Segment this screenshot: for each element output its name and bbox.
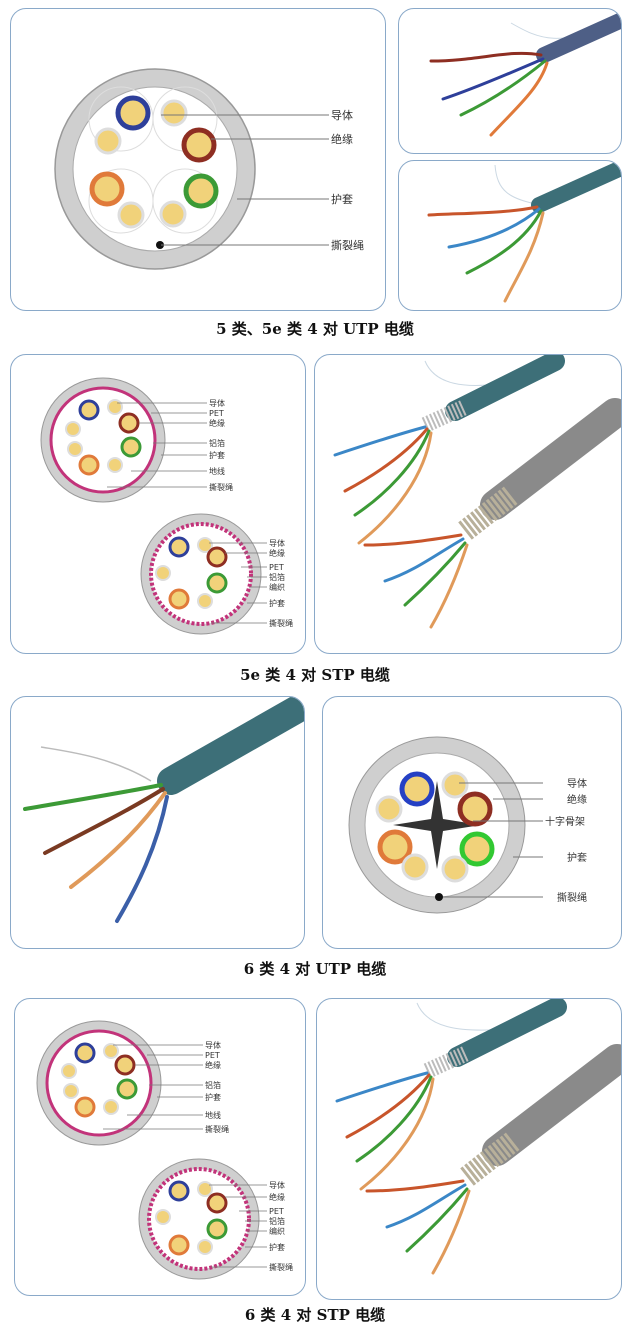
cat6-stp-cross-section-diagram: 导体 PET 绝缘 铝箔 护套 地线 撕裂绳 导体 绝缘 PET 铝箔 编织 护… xyxy=(36,1020,293,1280)
cat6-stp-bottom-label-ripcord: 撕裂绳 xyxy=(269,1262,293,1272)
stp-bottom-label-ripcord: 撕裂绳 xyxy=(269,618,293,628)
cat6-stp-top-label-ripcord: 撕裂绳 xyxy=(205,1124,229,1134)
stp-bottom-label-conductor: 导体 xyxy=(269,538,285,548)
cat6-stp-photo-panel xyxy=(316,998,622,1300)
cat6-label-ripcord: 撕裂绳 xyxy=(557,891,587,904)
cat6-stp-bottom-label-insulation: 绝缘 xyxy=(269,1192,285,1202)
utp-cross-section-panel: 导体 绝缘 护套 撕裂绳 xyxy=(10,8,386,311)
utp-cable-photo-top xyxy=(398,8,622,154)
cat6-stp-cross-section-panel: 导体 PET 绝缘 铝箔 护套 地线 撕裂绳 导体 绝缘 PET 铝箔 编织 护… xyxy=(14,998,306,1296)
cat6-stp-top-label-drain-wire: 地线 xyxy=(205,1110,221,1120)
cat6-stp-top-label-insulation: 绝缘 xyxy=(205,1060,221,1070)
cat6-stp-bottom-label-braid: 编织 xyxy=(269,1226,285,1236)
cat6-stp-top-label-jacket: 护套 xyxy=(205,1092,221,1102)
caption-cat5-utp: 5 类、5e 类 4 对 UTP 电缆 xyxy=(216,320,414,338)
caption-cat5e-stp: 5e 类 4 对 STP 电缆 xyxy=(240,666,390,684)
utp-cable-photo-bottom xyxy=(398,160,622,311)
cat6-stp-top-label-conductor: 导体 xyxy=(205,1040,221,1050)
stp-cable-illustration xyxy=(333,355,621,629)
stp-top-label-drain-wire: 地线 xyxy=(209,466,225,476)
caption-cat6-utp: 6 类 4 对 UTP 电缆 xyxy=(243,960,387,978)
cat6-label-cross-spline: 十字骨架 xyxy=(545,815,585,828)
label-insulation: 绝缘 xyxy=(331,132,353,146)
cat6-label-conductor: 导体 xyxy=(567,778,587,790)
cat6-stp-bottom-label-foil: 铝箔 xyxy=(269,1216,285,1226)
cat6-stp-cable-illustration xyxy=(335,999,621,1275)
cat6-utp-cross-section-diagram: 导体 绝缘 十字骨架 护套 撕裂绳 xyxy=(348,736,587,914)
stp-bottom-label-foil: 铝箔 xyxy=(269,572,285,582)
stp-top-label-jacket: 护套 xyxy=(209,450,225,460)
stp-bottom-label-braid: 编织 xyxy=(269,582,285,592)
cat6-stp-top-label-pet: PET xyxy=(205,1051,220,1060)
utp-cable-illustration-2 xyxy=(427,161,621,303)
stp-top-label-ripcord: 撕裂绳 xyxy=(209,482,233,492)
stp-top-label-conductor: 导体 xyxy=(209,398,225,408)
stp-cross-section-diagram: 导体 PET 绝缘 铝箔 护套 地线 撕裂绳 导体 绝缘 PET 铝箔 编织 护… xyxy=(40,377,293,635)
cat6-utp-photo-panel xyxy=(10,696,305,949)
stp-top-label-pet: PET xyxy=(209,409,224,418)
stp-bottom-label-pet: PET xyxy=(269,563,284,572)
stp-bottom-label-insulation: 绝缘 xyxy=(269,548,285,558)
label-jacket: 护套 xyxy=(331,192,353,206)
label-ripcord: 撕裂绳 xyxy=(331,238,364,252)
label-conductor: 导体 xyxy=(331,108,353,122)
utp-cross-section-diagram: 导体 绝缘 护套 撕裂绳 xyxy=(54,68,364,270)
stp-top-label-insulation: 绝缘 xyxy=(209,418,225,428)
cat6-stp-bottom-label-conductor: 导体 xyxy=(269,1180,285,1190)
cat6-utp-cable-illustration xyxy=(23,697,304,923)
utp-cable-illustration xyxy=(429,11,621,137)
cat6-label-jacket: 护套 xyxy=(567,851,587,864)
cat6-stp-top-label-foil: 铝箔 xyxy=(205,1080,221,1090)
cat6-stp-bottom-label-jacket: 护套 xyxy=(269,1242,285,1252)
cat6-stp-bottom-label-pet: PET xyxy=(269,1207,284,1216)
caption-cat6-stp: 6 类 4 对 STP 电缆 xyxy=(244,1306,386,1324)
stp-cross-section-panel: 导体 PET 绝缘 铝箔 护套 地线 撕裂绳 导体 绝缘 PET 铝箔 编织 护… xyxy=(10,354,306,654)
stp-cable-photo-panel xyxy=(314,354,622,654)
stp-top-label-foil: 铝箔 xyxy=(209,438,225,448)
cat6-label-insulation: 绝缘 xyxy=(567,793,587,806)
stp-bottom-label-jacket: 护套 xyxy=(269,598,285,608)
cat6-utp-cross-section-panel: 导体 绝缘 十字骨架 护套 撕裂绳 xyxy=(322,696,622,949)
